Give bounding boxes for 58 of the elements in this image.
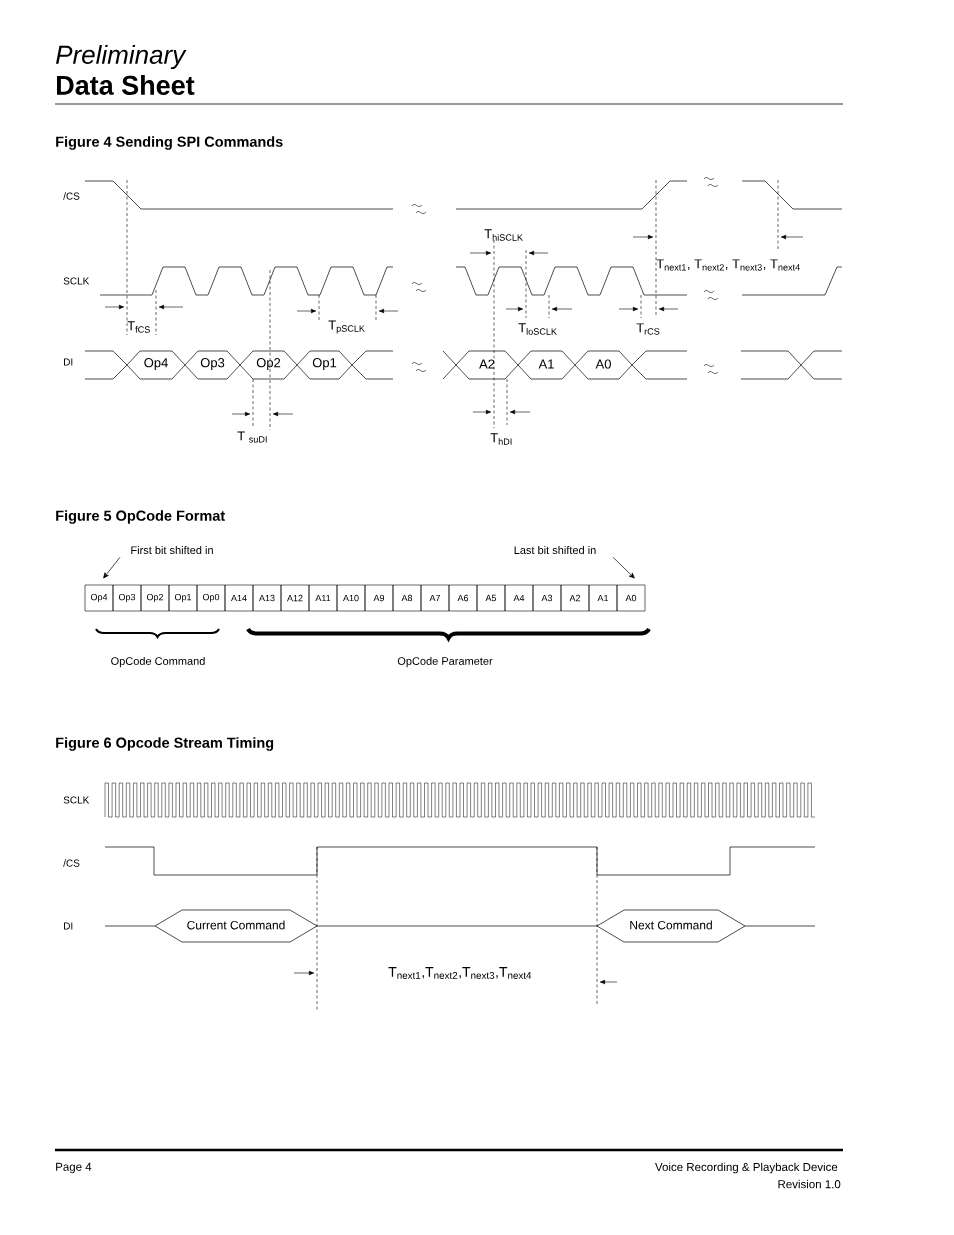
bus-segment: Op2 [239,350,298,380]
timing-label: T$_{hiSCLK}$ [484,229,523,241]
bit-cell: A0 [616,584,646,612]
figure-caption: Figure 4 Sending SPI Commands [56,136,283,150]
bus-segment: A2 [455,350,519,380]
bus-segment: Op1 [296,350,353,380]
signal-name: DI [64,922,73,930]
bit-cell: A14 [224,584,254,612]
timing-label: T$_{next1}$,T$_{next2}$,T$_{next3}$,T$_{next4}$ [388,967,532,979]
bit-cell: Op1 [168,584,198,612]
bit-cell: Op2 [140,584,170,612]
footer-text: Voice Recording & Playback Device [655,1162,838,1174]
bus-segment: A1 [517,350,576,380]
callout-text: Last bit shifted in [514,545,596,555]
header-text: Preliminary [56,44,187,70]
timing-label: T$_{fCS}$ [127,321,150,333]
page-title: Data Sheet [57,75,195,95]
bit-cell: A11 [308,584,338,612]
timing-label: T $_{suDI}$ [237,431,267,443]
figure-caption: Figure 5 OpCode Format [56,510,225,524]
bit-cell: A10 [336,584,366,612]
bus-segment: A0 [574,350,633,380]
bit-cell: A5 [476,584,506,612]
signal-name: DI [64,358,73,366]
bus-segment: Op4 [126,350,186,380]
signal-name: /CS [63,859,80,867]
bit-cell: A13 [252,584,282,612]
bit-cell: A7 [420,584,450,612]
arrow [103,556,121,579]
brace-label: OpCode Command [111,656,205,668]
bit-cell: A12 [280,584,310,612]
bit-cell: A4 [504,584,534,612]
bit-cell: A9 [364,584,394,612]
bit-cell: A3 [532,584,562,612]
footer-text: Page 4 [56,1162,92,1174]
bus-segment: Current Command [154,909,318,943]
footer-text: Revision 1.0 [778,1179,841,1189]
arrow [612,556,635,579]
timing-label: T$_{hDI}$ [490,433,512,445]
bit-cell: Op3 [112,584,142,612]
bit-cell: A6 [448,584,478,612]
bit-cell: A1 [588,584,618,612]
brace-label: OpCode Parameter [397,656,493,668]
bit-cell: Op4 [84,584,114,612]
bus-segment: Next Command [596,909,746,943]
bit-cell: Op0 [196,584,226,612]
figure-caption: Figure 6 Opcode Stream Timing [56,737,274,751]
callout-text: First bit shifted in [131,545,213,555]
signal-name: /CS [63,192,80,200]
signal-name: SCLK [63,277,90,285]
bit-cell: A8 [392,584,422,612]
timing-label: T$_{rCS}$ [636,323,660,335]
bit-cell: A2 [560,584,590,612]
timing-label: T$_{next1}$, T$_{next2}$, T$_{next3}$, T$_{next4}$ [656,259,800,271]
signal-name: SCLK [63,796,90,804]
timing-label: T$_{loSCLK}$ [518,323,557,335]
bus-segment: Op3 [184,350,241,380]
timing-label: T$_{pSCLK}$ [328,320,365,334]
